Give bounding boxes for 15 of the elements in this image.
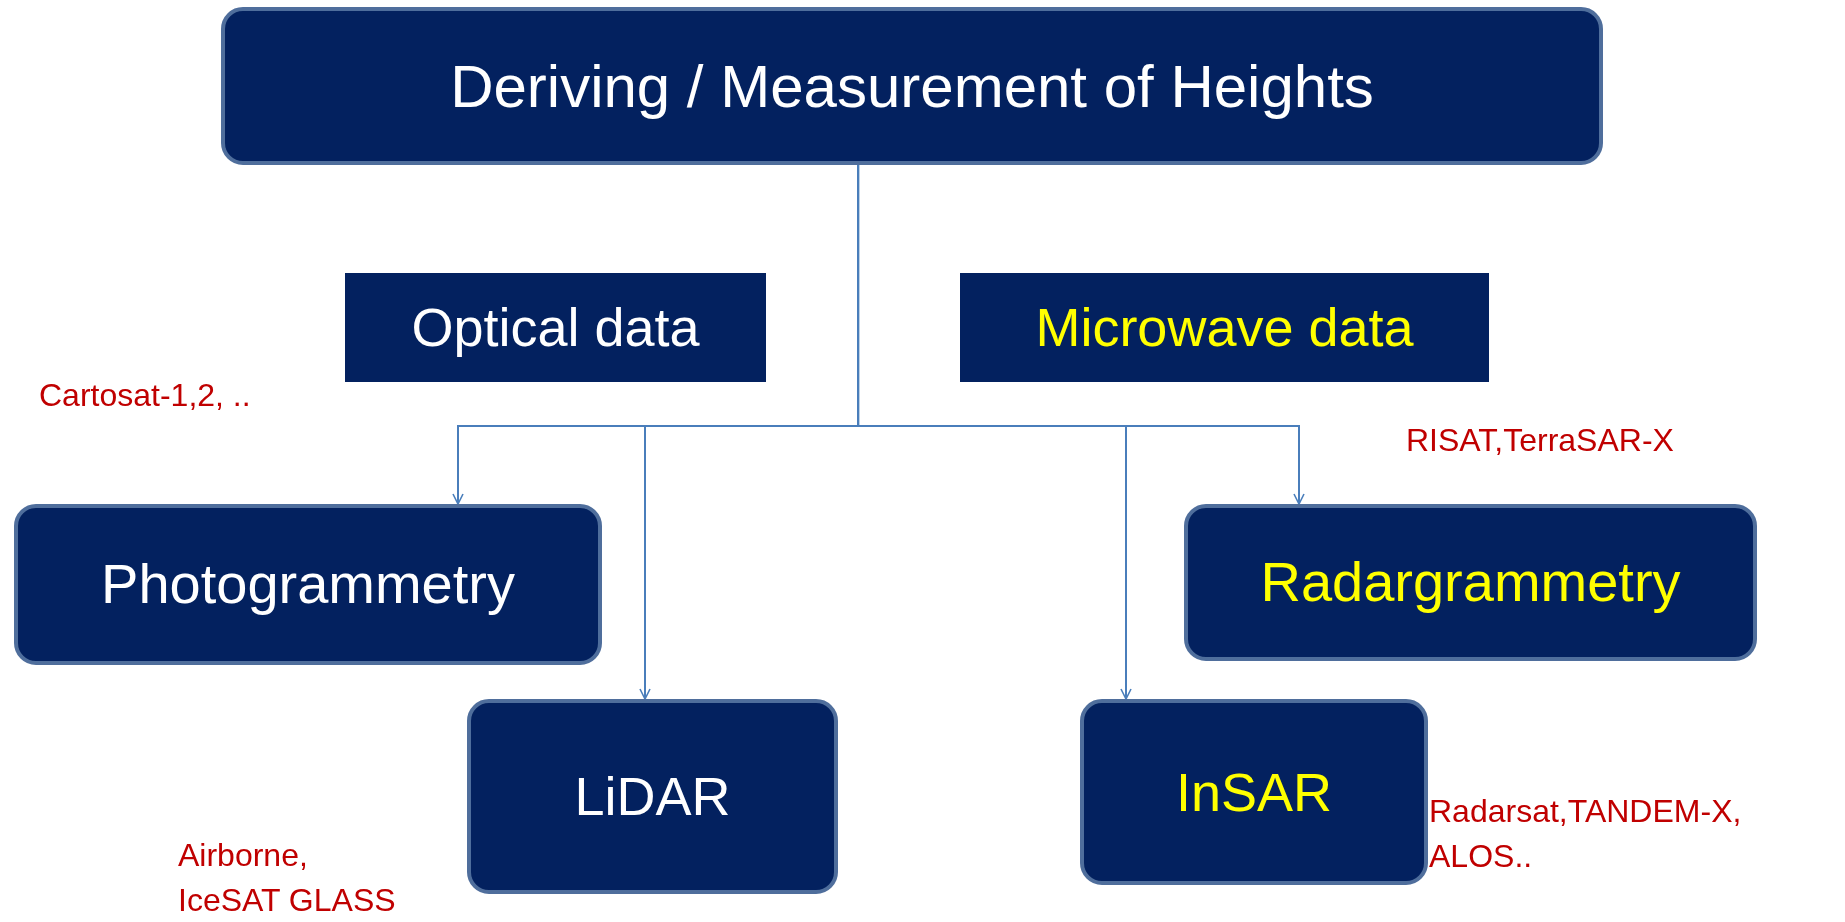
node-label: Radargrammetry xyxy=(1260,550,1681,615)
title-box xyxy=(221,7,1603,165)
node-label: Microwave data xyxy=(1035,296,1414,359)
satellite-note: Cartosat-1,2, .. xyxy=(39,376,252,415)
node-label: InSAR xyxy=(1175,760,1333,824)
satellite-note: RISAT,TerraSAR-X xyxy=(1406,421,1675,460)
node-label: Deriving / Measurement of Heights xyxy=(450,51,1374,121)
satellite-note: Radarsat,TANDEM-X, ALOS.. xyxy=(1429,792,1743,876)
node-label: Photogrammetry xyxy=(101,552,515,617)
connector-arrow xyxy=(857,164,1305,505)
category-box xyxy=(960,273,1489,382)
category-box xyxy=(345,273,766,382)
node-label: LiDAR xyxy=(574,765,731,828)
satellite-note: Airborne, IceSAT GLASS xyxy=(178,836,397,920)
node-label: Optical data xyxy=(411,296,700,359)
